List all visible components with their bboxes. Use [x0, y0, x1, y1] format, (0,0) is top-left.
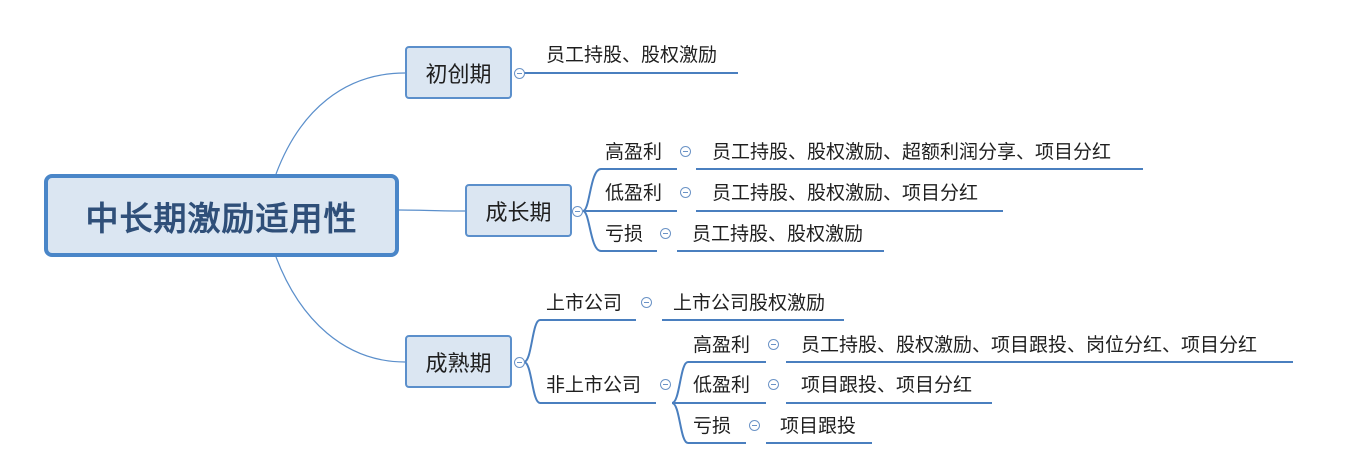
- growth-loss-plan: 员工持股、股权激励: [692, 223, 864, 245]
- collapse-icon[interactable]: [514, 68, 525, 79]
- mature-unlisted-label: 非上市公司: [546, 374, 642, 396]
- collapse-icon[interactable]: [660, 379, 671, 390]
- root-topic[interactable]: 中长期激励适用性: [44, 174, 399, 257]
- stage-growth[interactable]: 成长期: [465, 184, 572, 237]
- collapse-icon[interactable]: [514, 357, 525, 368]
- collapse-icon[interactable]: [680, 146, 691, 157]
- connector-root-startup: [275, 72, 406, 175]
- collapse-icon[interactable]: [660, 228, 671, 239]
- mature-listed-label: 上市公司: [546, 292, 623, 314]
- growth-low-profit-label: 低盈利: [605, 182, 663, 204]
- growth-low-profit-plan: 员工持股、股权激励、项目分红: [712, 182, 979, 204]
- collapse-icon[interactable]: [749, 420, 760, 431]
- collapse-icon[interactable]: [680, 187, 691, 198]
- unlisted-loss-plan: 项目跟投: [780, 415, 857, 437]
- unlisted-high-profit-plan: 员工持股、股权激励、项目跟投、岗位分红、项目分红: [801, 334, 1258, 356]
- growth-high-profit-label: 高盈利: [605, 141, 663, 163]
- unlisted-low-profit-plan: 项目跟投、项目分红: [801, 374, 973, 396]
- growth-high-profit-plan: 员工持股、股权激励、超额利润分享、项目分红: [712, 141, 1112, 163]
- startup-plan: 员工持股、股权激励: [546, 44, 718, 66]
- connector-root-mature: [275, 256, 406, 363]
- collapse-icon[interactable]: [641, 297, 652, 308]
- connector-root-growth: [398, 209, 466, 212]
- collapse-icon[interactable]: [572, 206, 583, 217]
- unlisted-low-profit-label: 低盈利: [693, 374, 751, 396]
- mature-listed-plan: 上市公司股权激励: [673, 292, 826, 314]
- stage-startup[interactable]: 初创期: [405, 46, 512, 99]
- unlisted-high-profit-label: 高盈利: [693, 334, 751, 356]
- growth-loss-label: 亏损: [605, 223, 644, 245]
- collapse-icon[interactable]: [768, 339, 779, 350]
- stage-mature[interactable]: 成熟期: [405, 335, 512, 388]
- collapse-icon[interactable]: [768, 379, 779, 390]
- unlisted-loss-label: 亏损: [693, 415, 732, 437]
